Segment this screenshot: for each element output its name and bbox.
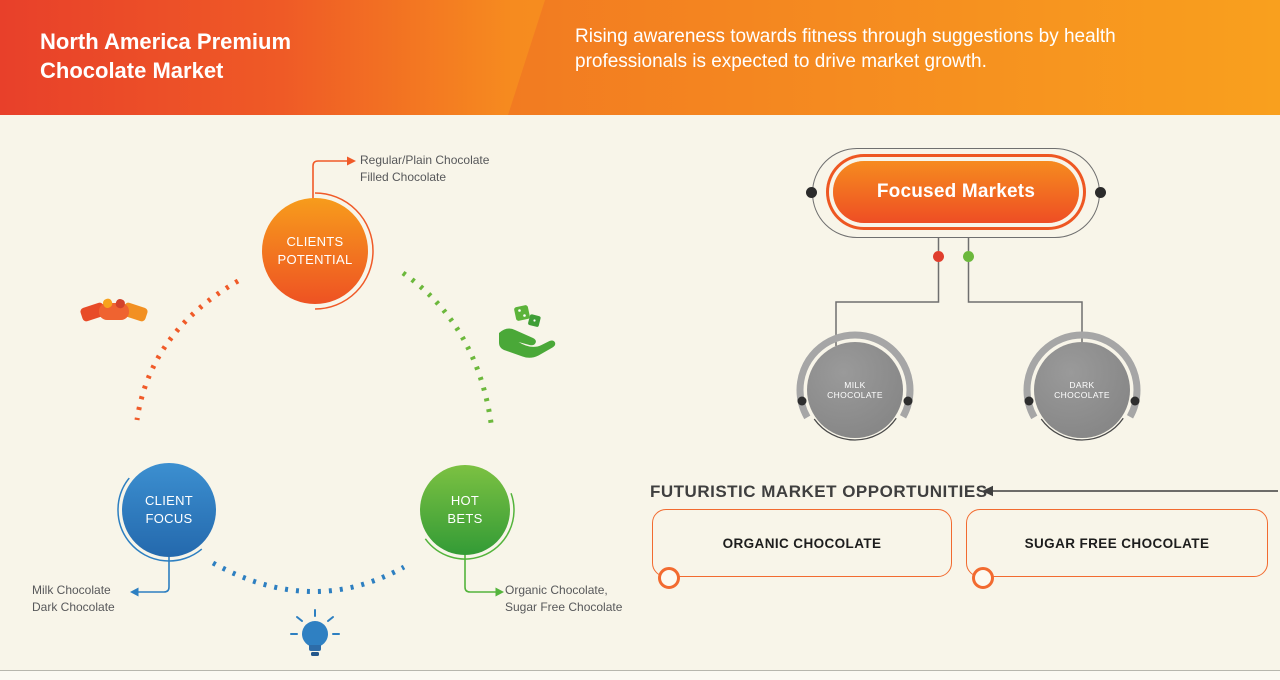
handshake-icon (80, 298, 148, 322)
sugar-free-chocolate-card: SUGAR FREE CHOCOLATE (966, 509, 1268, 589)
organic-chocolate-card: ORGANIC CHOCOLATE (652, 509, 952, 589)
header-accent-panel (508, 0, 1280, 115)
client-focus-annotation: Milk Chocolate Dark Chocolate (32, 583, 115, 615)
orange-dotted-arc (134, 278, 240, 421)
outline-dot-left (806, 187, 817, 198)
clients-potential-node: CLIENTS POTENTIAL (262, 198, 368, 304)
sugar-free-chocolate-label: SUGAR FREE CHOCOLATE (1024, 535, 1210, 551)
green-dotted-arc (401, 270, 495, 431)
clients-potential-label: CLIENTS POTENTIAL (277, 234, 353, 267)
clients-potential-annotation: Regular/Plain Chocolate Filled Chocolate (360, 153, 490, 185)
card-corner-circle (658, 567, 680, 589)
card-corner-circle (972, 567, 994, 589)
dark-chocolate-node: DARK CHOCOLATE (1034, 342, 1130, 438)
bottom-divider (0, 670, 1280, 680)
header-banner: North America Premium Chocolate Market R… (0, 0, 1280, 115)
hot-bets-node: HOT BETS (420, 465, 510, 555)
client-focus-label: CLIENT FOCUS (144, 493, 194, 526)
dark-chocolate-label: DARK CHOCOLATE (1054, 380, 1110, 400)
hot-bets-annotation: Organic Chocolate, Sugar Free Chocolate (505, 583, 623, 615)
opportunities-arrow (982, 485, 1278, 497)
branch-dot-red (933, 251, 944, 262)
branch-dot-green (963, 251, 974, 262)
milk-chocolate-node: MILK CHOCOLATE (807, 342, 903, 438)
organic-chocolate-label: ORGANIC CHOCOLATE (722, 535, 882, 551)
hot-bets-label: HOT BETS (447, 493, 483, 526)
hand-dice-icon (499, 305, 556, 358)
opportunities-title: FUTURISTIC MARKET OPPORTUNITIES (650, 482, 988, 501)
lightbulb-icon (290, 609, 340, 656)
client-focus-node: CLIENT FOCUS (122, 463, 216, 557)
blue-dotted-arc (211, 560, 406, 595)
outline-dot-right (1095, 187, 1106, 198)
focused-markets-title: Focused Markets (876, 181, 1036, 202)
page-title: North America Premium Chocolate Market (40, 29, 292, 83)
milk-chocolate-label: MILK CHOCOLATE (827, 380, 883, 400)
tree-connectors (835, 238, 1083, 346)
header-subtitle: Rising awareness towards fitness through… (575, 26, 1116, 73)
focused-markets-pill: Focused Markets (833, 161, 1079, 223)
